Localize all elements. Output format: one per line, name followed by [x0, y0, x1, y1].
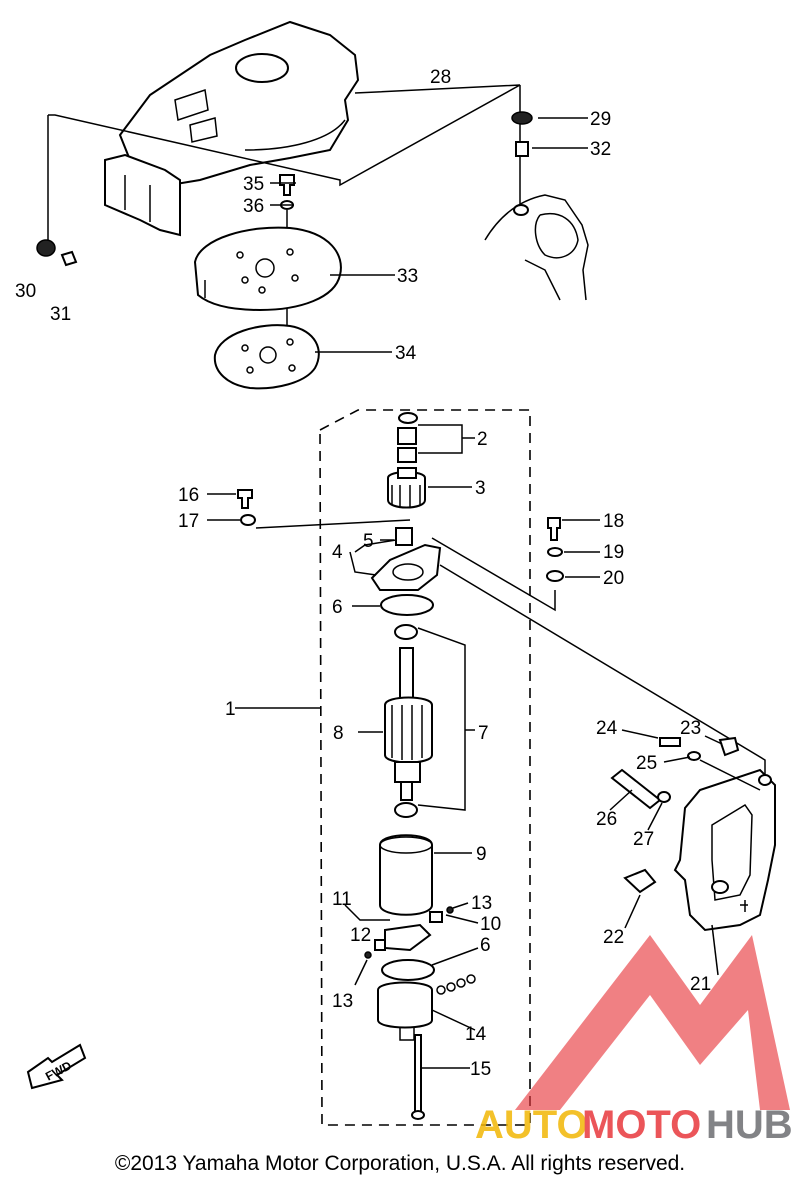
part-25-washer	[687, 751, 701, 761]
part-31-pin	[60, 250, 78, 267]
callout-3: 3	[475, 478, 486, 499]
callout-23: 23	[680, 718, 701, 739]
callout-15: 15	[470, 1059, 491, 1080]
callout-21: 21	[690, 974, 711, 995]
callout-33: 33	[397, 266, 418, 287]
part-24-bolt	[659, 737, 681, 747]
watermark-moto: MOTO	[582, 1103, 701, 1147]
part-5-bushing	[395, 527, 413, 546]
callout-30: 30	[15, 281, 36, 302]
part-17-washer	[240, 514, 256, 526]
callout-34: 34	[395, 343, 417, 364]
part-4-end-cover	[370, 543, 442, 591]
callout-25: 25	[636, 753, 657, 774]
callout-11: 11	[332, 889, 352, 910]
part-33-plate	[193, 226, 342, 312]
part-9-yoke	[379, 834, 433, 916]
callout-20: 20	[603, 568, 624, 589]
callout-27: 27	[633, 829, 654, 850]
callout-13a: 13	[471, 893, 492, 914]
callout-6a: 6	[332, 597, 343, 618]
callout-24: 24	[596, 718, 618, 739]
callout-32: 32	[590, 139, 611, 160]
callout-6b: 6	[480, 935, 491, 956]
part-8-armature	[384, 647, 433, 801]
automotohub-watermark: AUTO MOTO HUB	[475, 935, 793, 1147]
part-14-end-frame	[377, 981, 433, 1041]
part-34-gasket	[213, 324, 320, 390]
part-21-starter-bracket	[673, 768, 776, 932]
callout-19: 19	[603, 542, 624, 563]
part-32-stud	[515, 141, 529, 157]
callout-18: 18	[603, 511, 624, 532]
callout-28: 28	[430, 67, 451, 88]
part-3-pinion	[387, 467, 426, 509]
callout-9: 9	[476, 844, 487, 865]
part-15-through-bolt	[414, 1034, 422, 1113]
part-30-grommet	[36, 239, 56, 257]
callout-36: 36	[243, 196, 264, 217]
part-16-bolt	[237, 489, 253, 509]
part-18-bolt	[547, 517, 561, 541]
callout-4: 4	[332, 542, 343, 563]
watermark-auto: AUTO	[475, 1103, 588, 1147]
engine-sketch	[484, 194, 589, 301]
callout-10: 10	[480, 914, 501, 935]
callout-29: 29	[590, 109, 611, 130]
watermark-logo-mark	[515, 935, 790, 1110]
leader-28	[48, 84, 521, 187]
callout-1: 1	[225, 699, 236, 720]
callout-2: 2	[477, 429, 488, 450]
callout-7: 7	[478, 723, 489, 744]
callout-5: 5	[363, 531, 374, 552]
watermark-hub: HUB	[706, 1103, 793, 1147]
callout-14: 14	[465, 1024, 487, 1045]
callout-31: 31	[50, 304, 71, 325]
part-27-washer	[657, 791, 671, 803]
callout-26: 26	[596, 809, 617, 830]
fwd-arrow: FWD	[26, 1043, 87, 1090]
copyright-notice: ©2013 Yamaha Motor Corporation, U.S.A. A…	[114, 1152, 686, 1175]
part-20-washer	[546, 570, 564, 582]
part-19-lockwasher	[547, 547, 563, 557]
part-29-nut	[511, 111, 533, 125]
part-23-clip	[718, 736, 740, 757]
callout-22: 22	[603, 927, 624, 948]
callout-35: 35	[243, 174, 264, 195]
starter-assembly-boundary	[319, 409, 531, 1126]
callout-8: 8	[333, 723, 344, 744]
part-35-bolt	[279, 174, 295, 196]
callout-13b: 13	[332, 991, 353, 1012]
flywheel-cover	[104, 20, 360, 237]
part-22-clamp	[623, 868, 657, 894]
callout-16: 16	[178, 485, 199, 506]
callout-17: 17	[178, 511, 199, 532]
callout-12: 12	[350, 925, 371, 946]
